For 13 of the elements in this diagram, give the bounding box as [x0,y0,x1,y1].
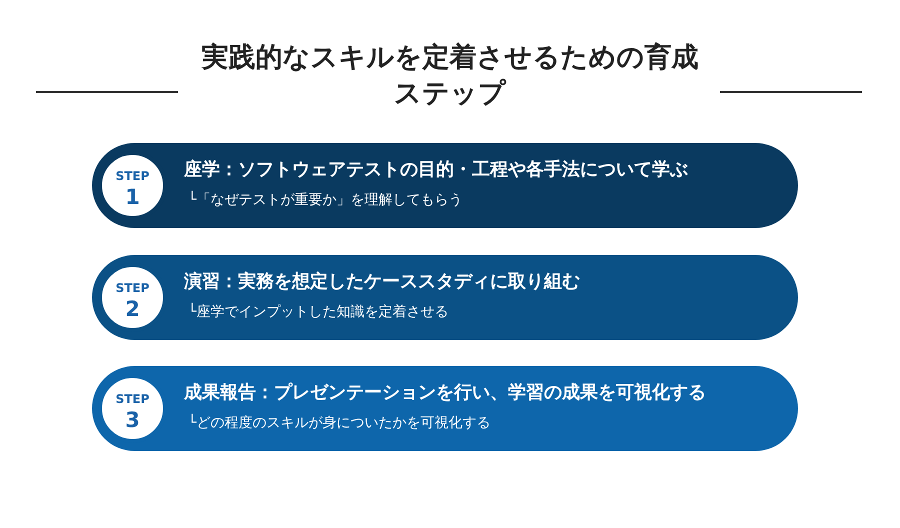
step-number: 1 [124,185,141,209]
step-label: STEP [114,281,150,295]
step-description: └「なぜテストが重要か」を理解してもらう [188,190,462,210]
step-heading: 座学：ソフトウェアテストの目的・工程や各手法について学ぶ [184,158,688,182]
title: 実践的なスキルを定着させるための育成ステップ [200,41,700,111]
step-heading: 演習：実務を想定したケーススタディに取り組む [184,270,580,294]
step-number: 2 [124,297,141,321]
step-heading: 成果報告：プレゼンテーションを行い、学習の成果を可視化する [184,381,706,405]
step-label: STEP [114,169,150,183]
step-description: └どの程度のスキルが身についたかを可視化する [188,413,490,433]
step-number: 3 [124,408,141,432]
step-label: STEP [114,392,150,406]
step-description: └座学でインプットした知識を定着させる [188,302,448,322]
